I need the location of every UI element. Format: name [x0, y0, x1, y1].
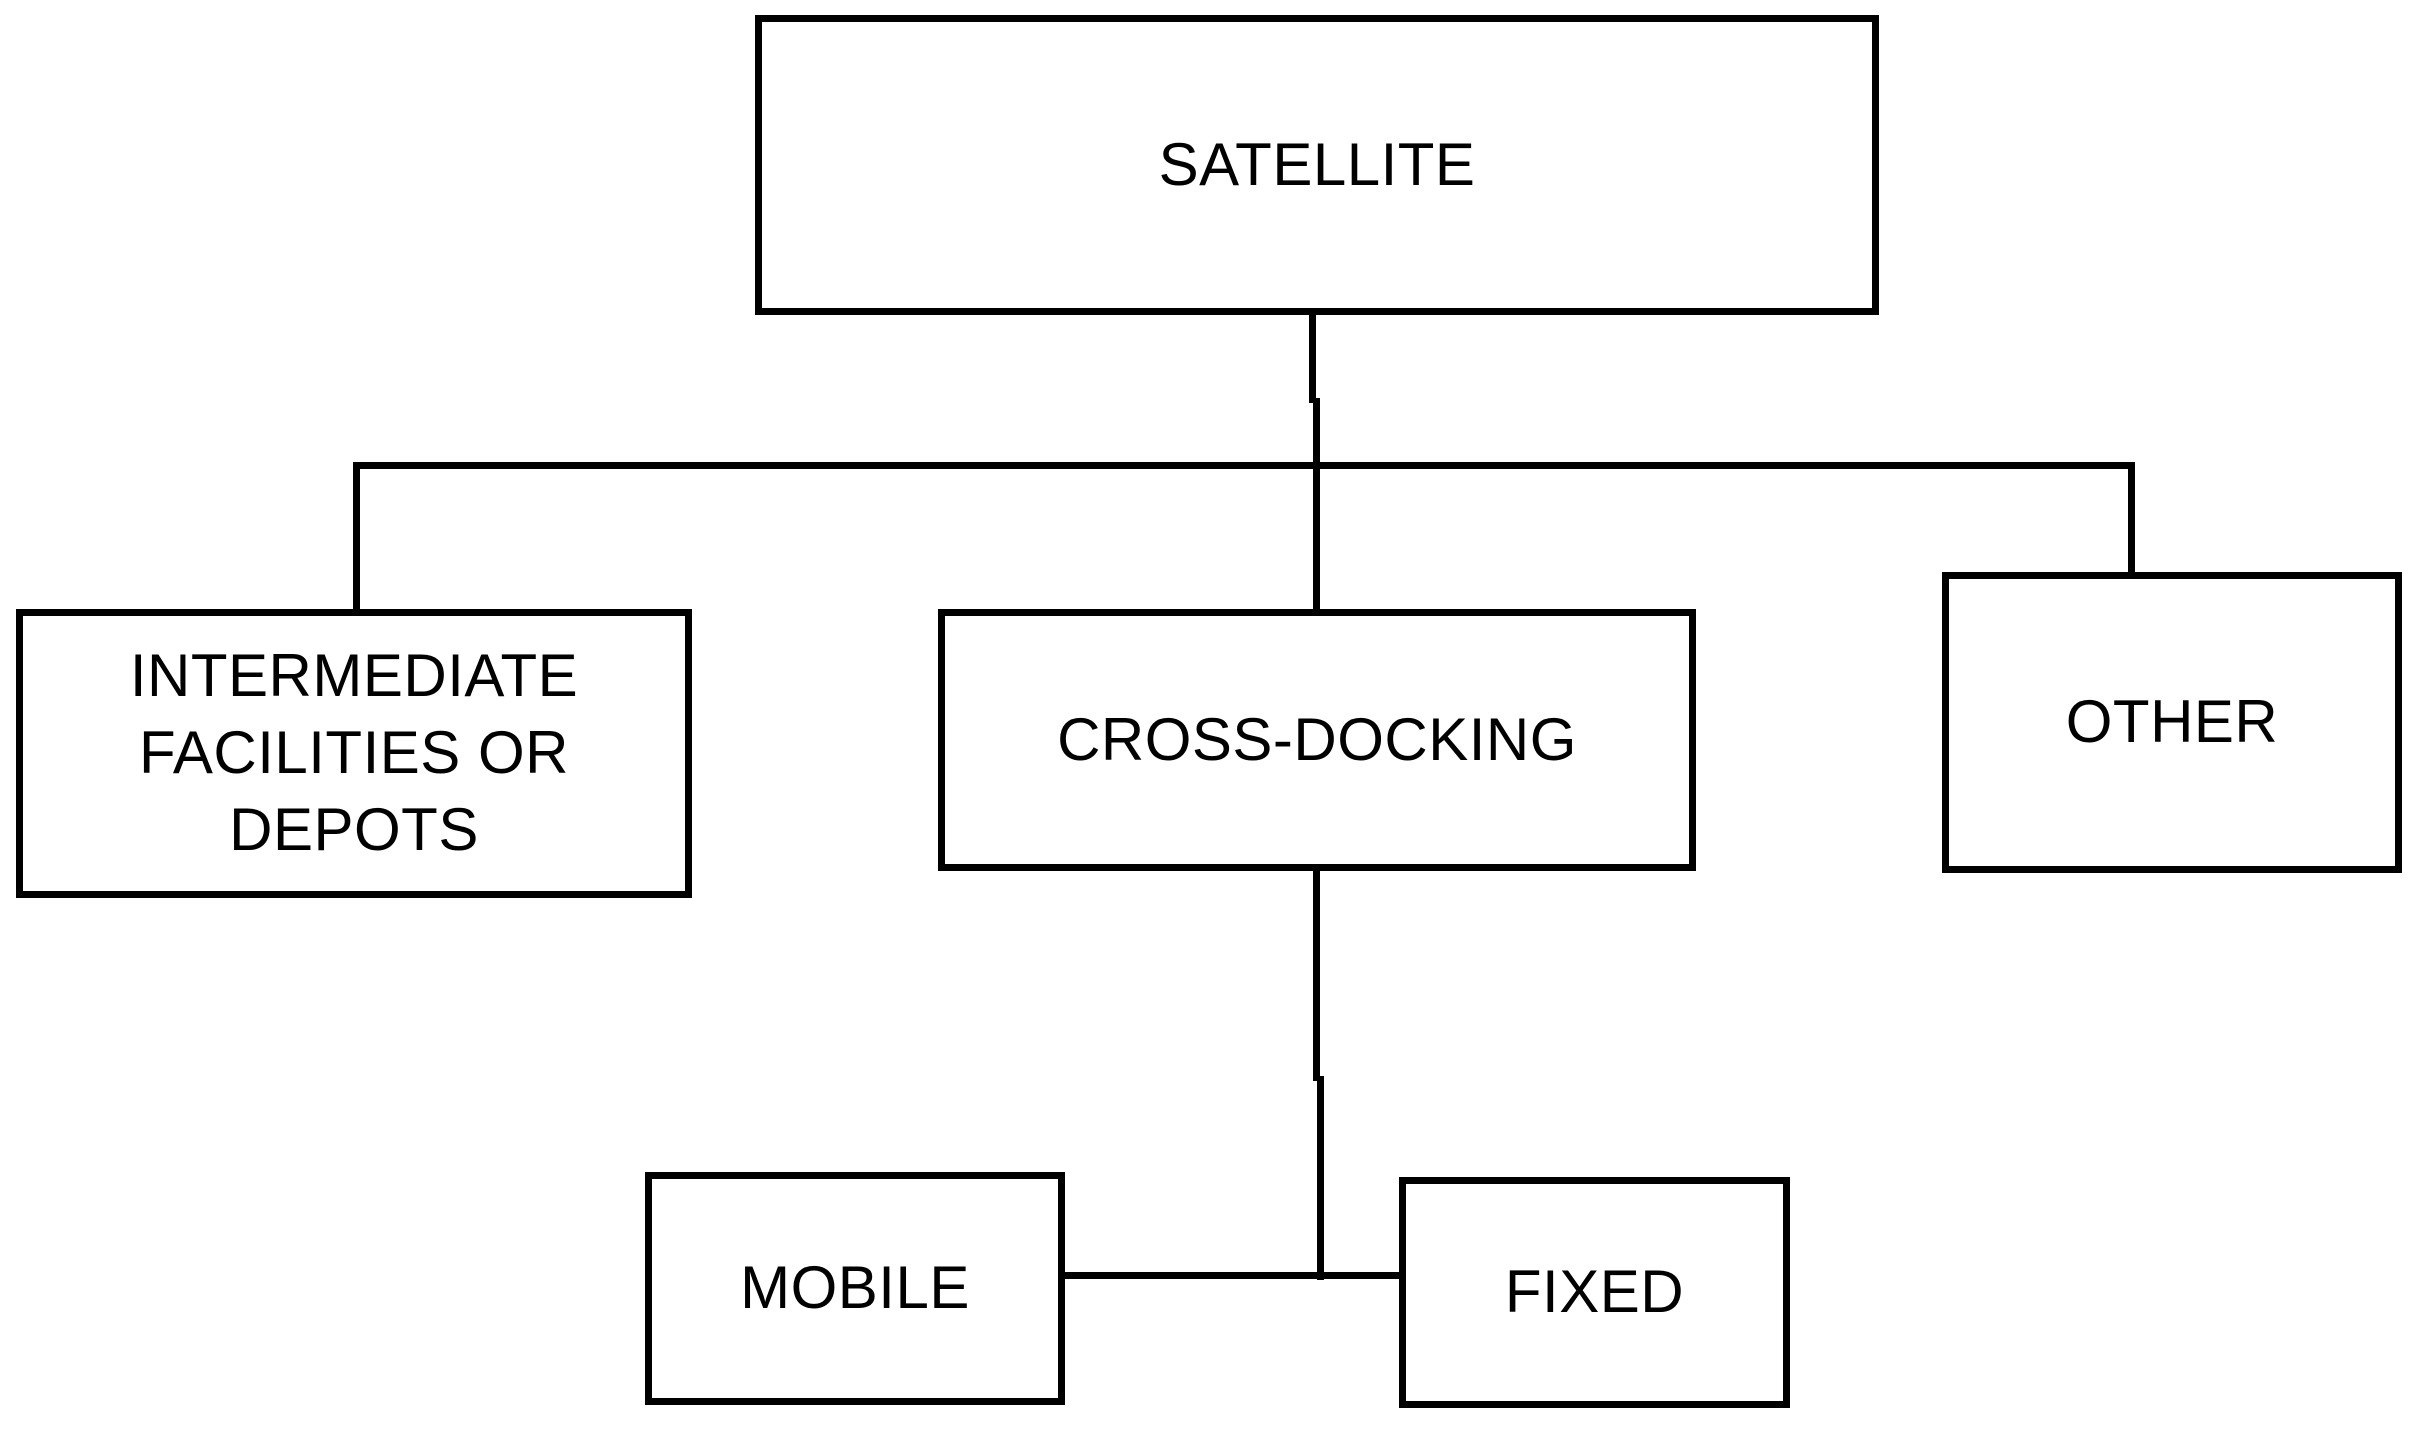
node-satellite-label: SATELLITE — [1158, 130, 1476, 198]
connector-tie-fixed — [1315, 1272, 1404, 1279]
node-mobile[interactable]: MOBILE — [645, 1172, 1065, 1405]
node-cross-docking-label: CROSS-DOCKING — [1057, 705, 1577, 773]
node-intermediate-facilities-or-depots[interactable]: INTERMEDIATE FACILITIES OR DEPOTS — [16, 609, 692, 898]
node-cross-docking[interactable]: CROSS-DOCKING — [938, 609, 1696, 871]
connector-drop-intermediate — [353, 462, 360, 614]
connector-horizontal-bus — [353, 462, 2135, 469]
node-other[interactable]: OTHER — [1942, 572, 2402, 873]
node-satellite[interactable]: SATELLITE — [755, 15, 1879, 315]
connector-crossdocking-stem-upper — [1313, 866, 1320, 1081]
connector-crossdocking-stem-lower — [1317, 1076, 1324, 1280]
node-fixed[interactable]: FIXED — [1399, 1177, 1790, 1408]
node-fixed-label: FIXED — [1504, 1258, 1685, 1326]
connector-tie-mobile — [1060, 1272, 1320, 1279]
connector-drop-crossdocking — [1313, 462, 1320, 614]
node-mobile-label: MOBILE — [740, 1254, 970, 1322]
connector-drop-other — [2128, 462, 2135, 576]
connector-satellite-trunk-lower — [1313, 398, 1320, 470]
node-other-label: OTHER — [2065, 688, 2279, 756]
node-intermediate-facilities-or-depots-label: INTERMEDIATE FACILITIES OR DEPOTS — [129, 642, 579, 863]
connector-satellite-trunk-upper — [1309, 311, 1316, 403]
